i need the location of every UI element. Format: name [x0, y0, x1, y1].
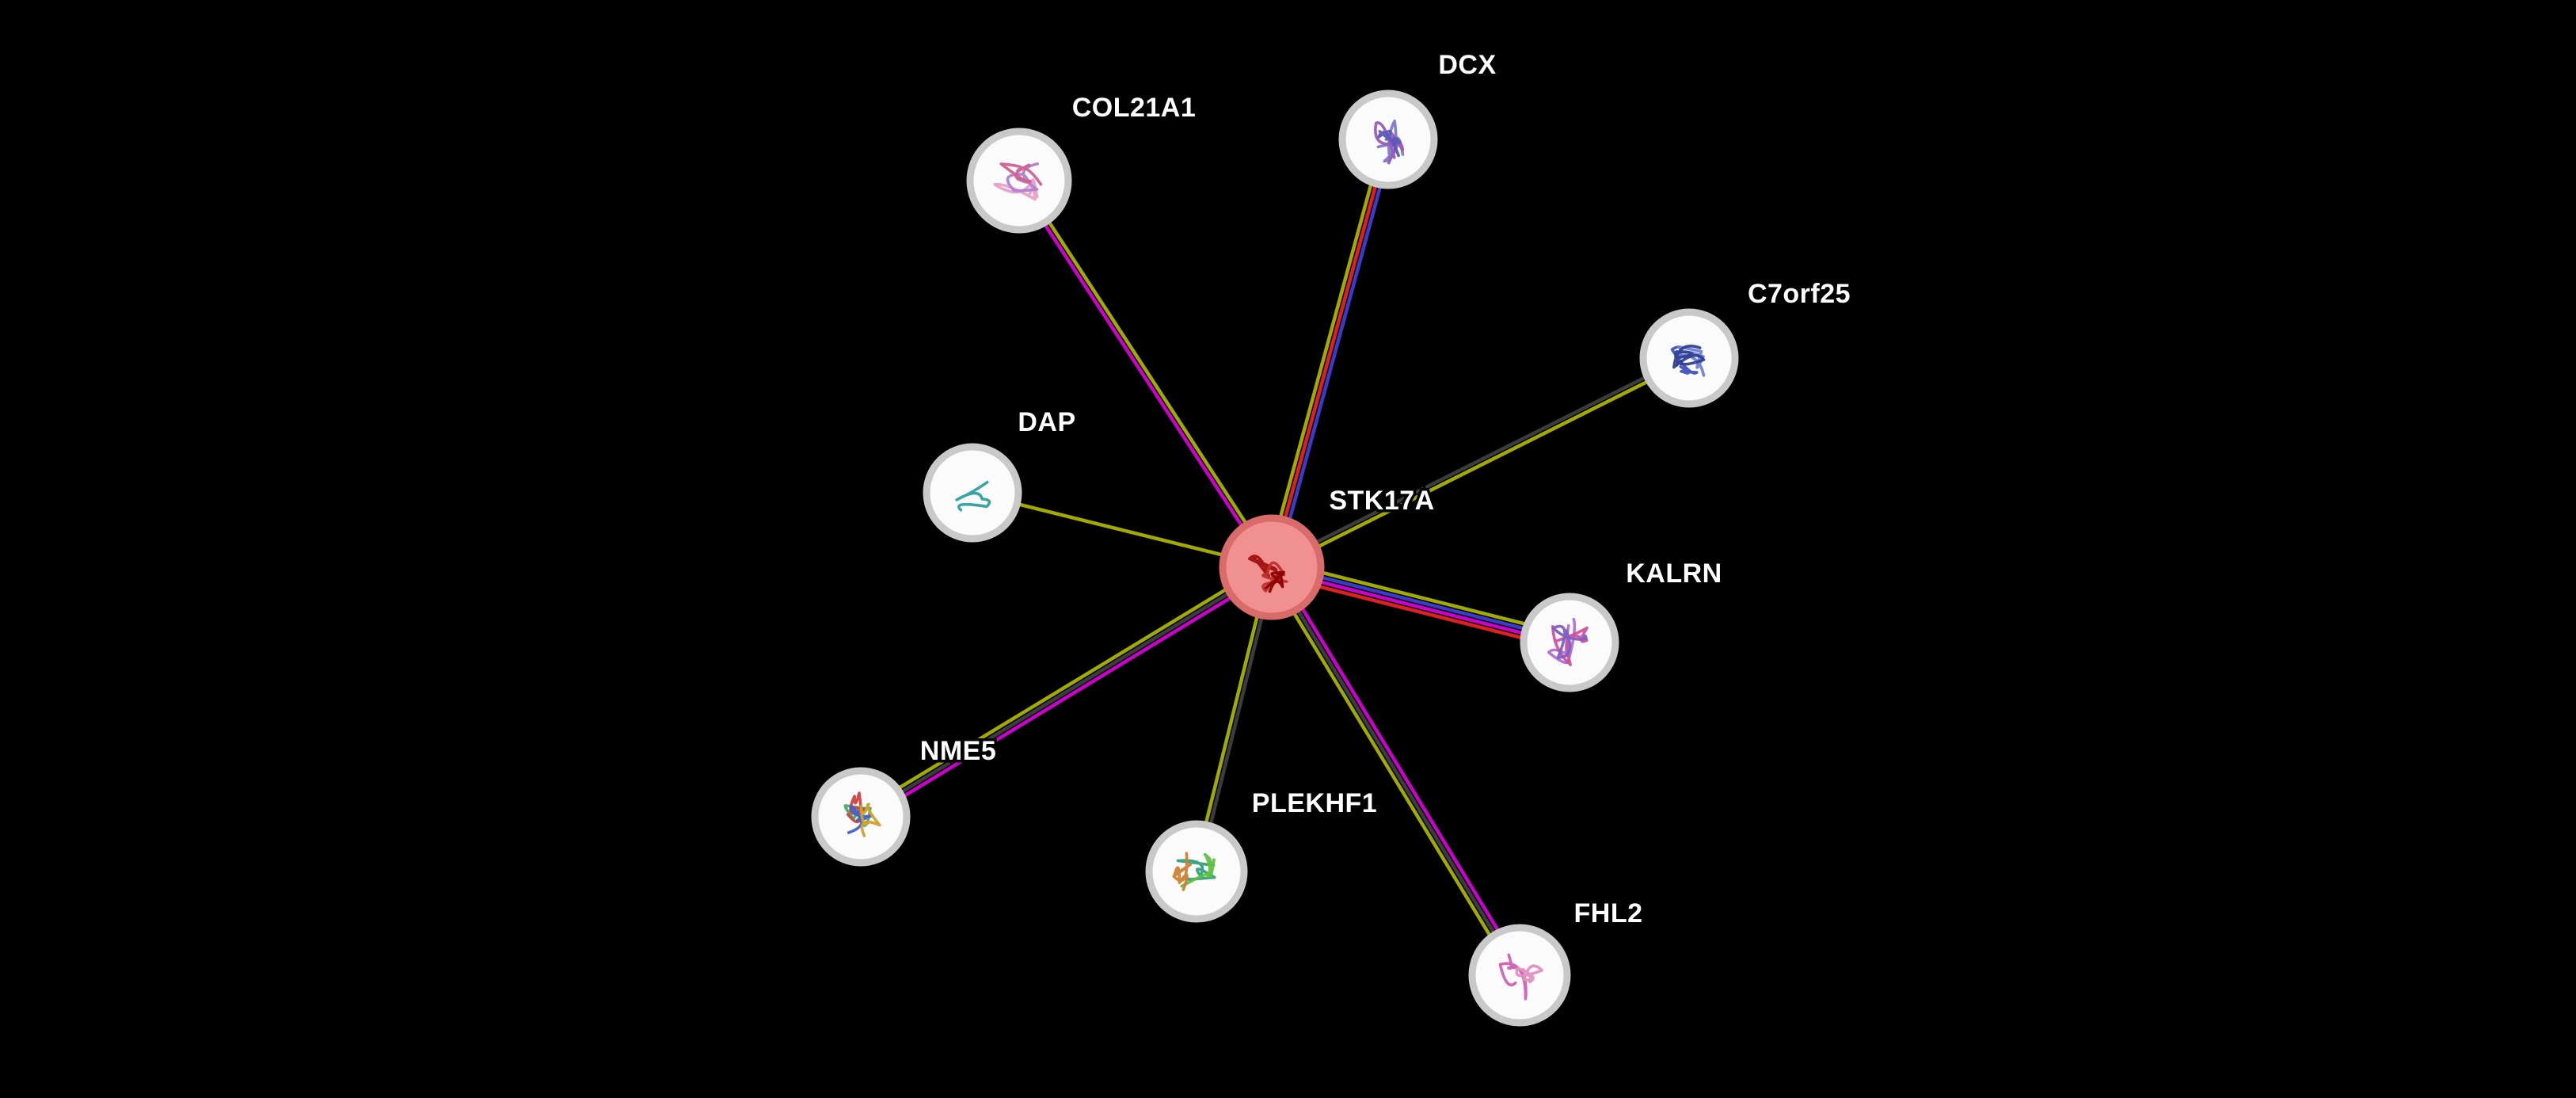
- edge-strand: [858, 565, 1274, 819]
- node-PLEKHF1[interactable]: [1145, 820, 1248, 923]
- edge-strand: [1269, 137, 1391, 570]
- node-NME5[interactable]: [811, 767, 911, 867]
- protein-structure-squiggle: [1172, 852, 1193, 891]
- edge-strand: [1015, 180, 1272, 570]
- protein-structure-squiggle: [999, 162, 1043, 186]
- protein-structure-squiggle: [1180, 852, 1216, 888]
- node-DCX[interactable]: [1338, 90, 1438, 189]
- node-label-DAP: DAP: [1018, 407, 1075, 437]
- edge-strand: [856, 561, 1272, 815]
- node-label-COL21A1: COL21A1: [1072, 93, 1197, 123]
- node-DAP[interactable]: [923, 443, 1022, 543]
- edge-strand: [1273, 562, 1526, 975]
- node-label-KALRN: KALRN: [1626, 559, 1722, 589]
- protein-structure-squiggle: [1515, 964, 1543, 984]
- edge-STK17A-COL21A1[interactable]: [1015, 177, 1276, 570]
- node-KALRN[interactable]: [1520, 593, 1619, 692]
- edge-STK17A-NME5[interactable]: [856, 561, 1277, 823]
- protein-structure-squiggle: [859, 803, 881, 837]
- node-STK17A[interactable]: [1219, 514, 1325, 620]
- protein-structure-squiggle: [1264, 570, 1285, 593]
- edge-strand: [1265, 136, 1386, 568]
- edge-strand: [1271, 358, 1692, 571]
- protein-structure-squiggle: [1377, 129, 1402, 158]
- edge-strand: [1269, 354, 1690, 567]
- edge-strand: [1269, 565, 1522, 978]
- protein-structure-squiggle: [1672, 345, 1706, 369]
- edge-strand: [1274, 139, 1395, 570]
- node-label-PLEKHF1: PLEKHF1: [1252, 788, 1377, 818]
- node-FHL2[interactable]: [1468, 924, 1571, 1027]
- node-COL21A1[interactable]: [966, 128, 1072, 234]
- node-label-STK17A: STK17A: [1329, 486, 1434, 516]
- node-label-C7orf25: C7orf25: [1748, 279, 1851, 309]
- node-label-DCX: DCX: [1438, 50, 1496, 80]
- protein-structure-squiggle: [1498, 953, 1528, 1001]
- edge-strand: [1019, 177, 1276, 568]
- node-layer: [811, 90, 1739, 1027]
- edge-strand: [861, 569, 1277, 823]
- node-label-FHL2: FHL2: [1574, 898, 1643, 928]
- edge-strand: [1265, 567, 1518, 980]
- protein-structure-squiggle: [1248, 555, 1278, 579]
- protein-structure-squiggle: [1551, 624, 1588, 659]
- edge-STK17A-FHL2[interactable]: [1265, 562, 1526, 980]
- edge-STK17A-C7orf25[interactable]: [1269, 354, 1692, 571]
- edge-STK17A-DCX[interactable]: [1265, 136, 1395, 570]
- node-label-NME5: NME5: [920, 736, 996, 766]
- node-C7orf25[interactable]: [1639, 308, 1739, 408]
- protein-structure-squiggle: [955, 480, 991, 512]
